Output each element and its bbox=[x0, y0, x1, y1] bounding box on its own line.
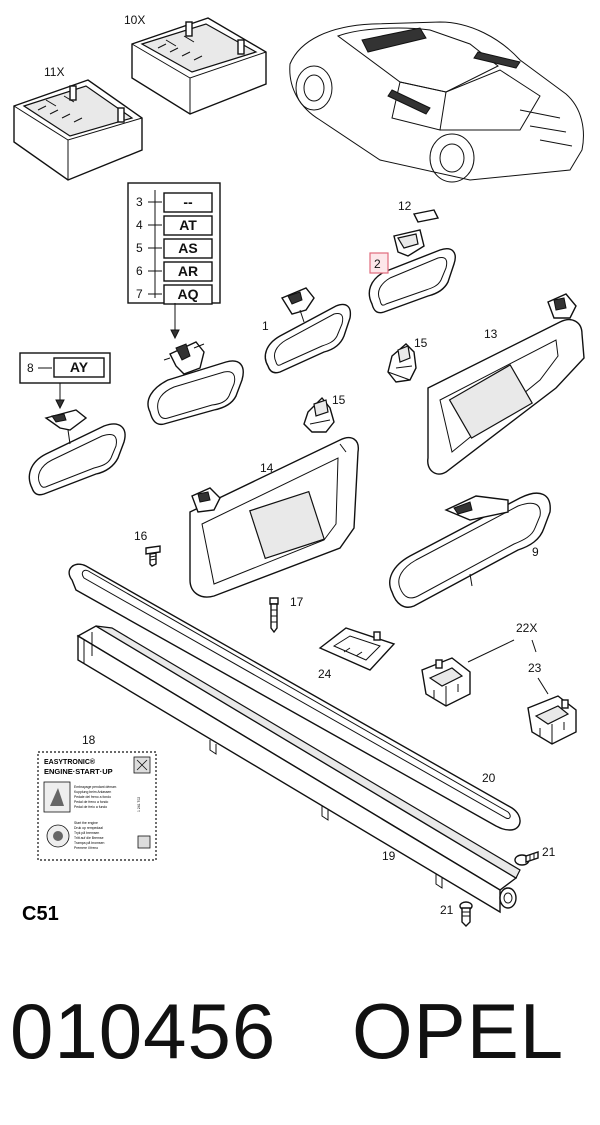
label-1: 1 bbox=[262, 319, 269, 333]
label-21a: 21 bbox=[542, 845, 556, 859]
label-13: 13 bbox=[484, 327, 498, 341]
group-code: C51 bbox=[22, 903, 59, 925]
label-19: 19 bbox=[382, 849, 396, 863]
screw-21-lower bbox=[459, 901, 473, 927]
svg-text:3: 3 bbox=[136, 195, 143, 209]
svg-text:Trampa på bromsen: Trampa på bromsen bbox=[74, 841, 105, 845]
svg-text:AS: AS bbox=[178, 240, 197, 256]
mirror-2 bbox=[368, 229, 456, 314]
screw-16 bbox=[145, 545, 161, 567]
cover-12 bbox=[412, 209, 440, 223]
svg-text:Pedal de freio a fundo: Pedal de freio a fundo bbox=[74, 805, 107, 809]
svg-text:Kupplung beim Anlassen: Kupplung beim Anlassen bbox=[74, 790, 111, 794]
bracket-23 bbox=[527, 695, 577, 745]
footer: 010456 OPEL bbox=[0, 985, 600, 1095]
part-number: 010456 bbox=[10, 987, 277, 1075]
label-14: 14 bbox=[260, 461, 274, 475]
mirror-1 bbox=[264, 287, 352, 374]
screw-21-upper bbox=[514, 851, 539, 866]
label-16: 16 bbox=[134, 529, 148, 543]
label-2: 2 bbox=[374, 257, 381, 271]
svg-text:Tryk på bremsen: Tryk på bremsen bbox=[74, 831, 99, 835]
storage-tray-11x bbox=[13, 79, 143, 181]
svg-text:AQ: AQ bbox=[178, 286, 199, 302]
label-15b: 15 bbox=[332, 393, 346, 407]
label-11x: 11X bbox=[44, 65, 64, 79]
svg-text:7: 7 bbox=[136, 287, 143, 301]
svg-text:Druk op rempedaal: Druk op rempedaal bbox=[74, 826, 103, 830]
sun-visor-14 bbox=[189, 436, 359, 598]
bracket-22x bbox=[421, 657, 471, 707]
svg-text:--: -- bbox=[183, 194, 193, 210]
svg-text:AT: AT bbox=[179, 217, 197, 233]
variant-row: 5 AS bbox=[136, 238, 213, 259]
svg-text:Pedal de freno a fondo: Pedal de freno a fondo bbox=[74, 800, 108, 804]
sun-visor-13 bbox=[427, 293, 585, 475]
label-21b: 21 bbox=[440, 903, 454, 917]
rail-19 bbox=[76, 625, 521, 914]
pin-17 bbox=[269, 597, 279, 634]
label-22x: 22X bbox=[516, 621, 537, 635]
diagram-canvas: 11X 10X 3 -- 4 bbox=[13, 13, 585, 927]
label-20: 20 bbox=[482, 771, 496, 785]
svg-text:AR: AR bbox=[178, 263, 198, 279]
car-illustration bbox=[289, 21, 584, 183]
label-sticker-18: EASYTRONIC® ENGINE·START·UP Embrayage pe… bbox=[37, 751, 157, 861]
svg-text:Pedale del freno a fondo: Pedale del freno a fondo bbox=[74, 795, 111, 799]
svg-text:6: 6 bbox=[136, 264, 143, 278]
label-15a: 15 bbox=[414, 336, 428, 350]
variant-single: 8 AY bbox=[19, 352, 111, 410]
label-17: 17 bbox=[290, 595, 304, 609]
variant-table: 3 -- 4 AT 5 AS 6 AR 7 AQ bbox=[127, 182, 221, 340]
svg-text:AY: AY bbox=[70, 359, 89, 375]
visor-retainer-15-right bbox=[387, 343, 417, 383]
label-2-highlight bbox=[369, 252, 389, 274]
sticker-title: ENGINE·START·UP bbox=[44, 767, 113, 776]
svg-text:Start the engine: Start the engine bbox=[74, 821, 98, 825]
svg-text:5: 5 bbox=[136, 241, 143, 255]
mirror-variant-3-7 bbox=[147, 341, 244, 426]
svg-text:8: 8 bbox=[27, 361, 34, 375]
variant-row: 7 AQ bbox=[136, 284, 213, 305]
brand-name: OPEL bbox=[352, 987, 565, 1075]
variant-row: 4 AT bbox=[136, 215, 213, 236]
label-18: 18 bbox=[82, 733, 96, 747]
sticker-brand: EASYTRONIC® bbox=[44, 758, 96, 766]
sticker-small-code: 1 241 702 bbox=[137, 797, 141, 812]
label-12: 12 bbox=[398, 199, 412, 213]
label-23: 23 bbox=[528, 661, 542, 675]
label-9: 9 bbox=[532, 545, 539, 559]
svg-text:Embrayage pendant démarr.: Embrayage pendant démarr. bbox=[74, 785, 117, 789]
variant-row: 3 -- bbox=[136, 192, 213, 213]
svg-text:Premere il freno: Premere il freno bbox=[74, 846, 98, 850]
seal-20 bbox=[68, 563, 521, 831]
sun-visor-9 bbox=[389, 492, 551, 608]
variant-row: 6 AR bbox=[136, 261, 213, 282]
label-10x: 10X bbox=[124, 13, 145, 27]
mirror-variant-8 bbox=[28, 409, 126, 496]
svg-text:4: 4 bbox=[136, 218, 143, 232]
svg-text:Tritt auf die Bremse: Tritt auf die Bremse bbox=[74, 836, 104, 840]
storage-tray-10x bbox=[131, 17, 267, 115]
bracket-24 bbox=[318, 627, 396, 671]
label-24: 24 bbox=[318, 667, 332, 681]
visor-retainer-15-mid bbox=[303, 396, 335, 433]
